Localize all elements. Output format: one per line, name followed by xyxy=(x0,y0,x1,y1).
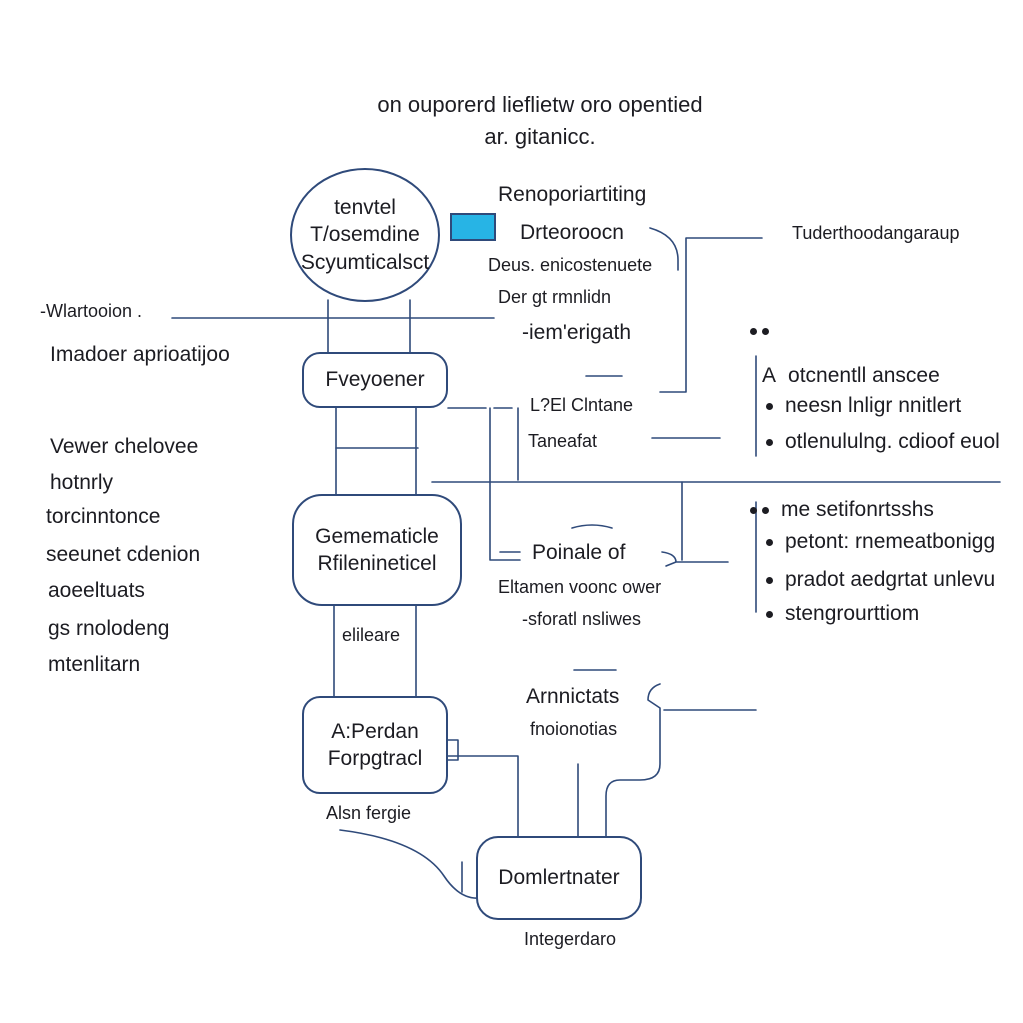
connector-circle-fveyoener xyxy=(327,299,411,353)
label-fnoionotias: fnoionotias xyxy=(530,719,618,739)
node-fveyoener-label: Fveyoener xyxy=(325,368,425,392)
label-taneafat: Taneafat xyxy=(528,431,598,451)
label-elileare: elileare xyxy=(342,625,401,645)
label-sforati: -sforatl nsliwes xyxy=(522,609,642,629)
accent-tab xyxy=(450,213,496,241)
label-lpel: L?El Clntane xyxy=(530,395,634,415)
connector-alsn-curve xyxy=(339,829,481,899)
connector-poinale-arc xyxy=(571,524,613,529)
right-group2-item-2-text: petont: rnemeatbonigg xyxy=(785,530,996,553)
node-top-circle-line-3: Scyumticalsct xyxy=(300,250,430,274)
right-group1-item-3-text: otlenululng. cdioof euol xyxy=(785,430,1000,453)
left-list-item-3: torcinntonce xyxy=(46,505,161,528)
left-list-item-1: Vewer chelovee xyxy=(50,435,199,458)
left-list-item-4: seeunet cdenion xyxy=(46,543,201,566)
left-list-item-6: gs rnolodeng xyxy=(48,617,170,640)
connector-arnn-curve xyxy=(605,683,661,837)
right-group1-item-1-text: otcnentll anscee xyxy=(788,364,940,387)
left-list-item-5: aoeeltuats xyxy=(48,579,145,602)
label-wlartooion: -Wlartooion . xyxy=(40,301,143,321)
right-group2-item-1: me setifonrtsshs xyxy=(750,498,934,522)
node-domlertnater-label: Domlertnater xyxy=(498,866,620,890)
node-aperdan-line-2: Forpgtracl xyxy=(327,747,423,770)
left-list-item-7: mtenlitarn xyxy=(48,653,141,676)
right-group2-item-2: petont: rnemeatbonigg xyxy=(766,530,995,554)
right-group2-item-4: stengrourttiom xyxy=(766,602,919,626)
connector-bracket-right xyxy=(659,237,763,393)
right-group1-marker: A xyxy=(762,364,777,387)
label-poinale: Poinale of xyxy=(532,541,626,564)
right-group2-item-3: pradot aedgrtat unlevu xyxy=(766,568,995,592)
right-group1-item-3: otlenululng. cdioof euol xyxy=(766,430,1000,454)
diagram-title-line-1: on ouporerd lieflietw oro opentied xyxy=(377,92,703,117)
label-imadoer: Imadoer aprioatijoo xyxy=(50,343,230,366)
right-group2-item-4-text: stengrourttiom xyxy=(785,602,920,625)
connector-fveyoener-gemematicle xyxy=(335,407,417,501)
label-tuderthood: Tuderthoodangaraup xyxy=(792,223,960,243)
node-domlertnater: Domlertnater xyxy=(476,836,642,920)
label-integerdaro: Integerdaro xyxy=(524,929,617,949)
right-marker-dots xyxy=(750,328,774,335)
node-top-circle-line-2: T/osemdine xyxy=(310,223,420,247)
label-renoporiartiting: Renoporiartiting xyxy=(498,183,647,206)
label-drteoroocn: Drteoroocn xyxy=(520,221,624,244)
label-arnnictats: Arnnictats xyxy=(526,685,620,708)
right-group2-item-3-text: pradot aedgrtat unlevu xyxy=(785,568,996,591)
node-aperdan-line-1: A:Perdan xyxy=(331,719,419,743)
right-group1-item-2: neesn lnligr nnitlert xyxy=(766,394,961,418)
bullet-dot xyxy=(750,328,757,335)
node-top-circle: tenvtel T/osemdine Scyumticalsct xyxy=(290,168,440,302)
label-deus: Deus. enicostenuete xyxy=(488,255,653,275)
connector-poinale-hook xyxy=(661,551,729,567)
bullet-dot xyxy=(766,576,773,584)
node-fveyoener: Fveyoener xyxy=(302,352,448,408)
bullet-dot xyxy=(766,610,773,618)
label-eltamen: Eltamen voonc ower xyxy=(498,577,662,597)
bullet-dot xyxy=(762,328,769,335)
bullet-dot xyxy=(750,506,757,514)
bullet-dot xyxy=(766,538,773,546)
label-alsn: Alsn fergie xyxy=(326,803,412,823)
node-gemematicle-line-2: Rfilenineticel xyxy=(317,552,437,575)
connector-gemematicle-aperdan xyxy=(333,605,417,697)
label-deigt: Der gt rmnlidn xyxy=(498,287,612,307)
connector-center-vertical xyxy=(489,407,521,561)
connector-aperdan-dom xyxy=(447,739,519,837)
node-gemematicle-line-1: Gemematicle xyxy=(315,524,439,548)
node-top-circle-line-1: tenvtel xyxy=(334,196,396,220)
connector-bracket-top xyxy=(649,227,679,271)
right-group1-item-2-text: neesn lnligr nnitlert xyxy=(785,394,962,417)
right-group1-item-1: A otcnentll anscee xyxy=(762,364,940,388)
bullet-dot xyxy=(762,506,769,514)
node-gemematicle: Gemematicle Rfilenineticel xyxy=(292,494,462,606)
bullet-dot xyxy=(766,438,773,446)
label-iemerigath: -iem'erigath xyxy=(522,321,632,344)
left-list-item-2: hotnrly xyxy=(50,471,114,494)
diagram-title-line-2: ar. gitanicc. xyxy=(484,124,596,149)
node-aperdan: A:Perdan Forpgtracl xyxy=(302,696,448,794)
right-group2-item-1-text: me setifonrtsshs xyxy=(781,498,934,521)
bullet-dot xyxy=(766,402,773,410)
